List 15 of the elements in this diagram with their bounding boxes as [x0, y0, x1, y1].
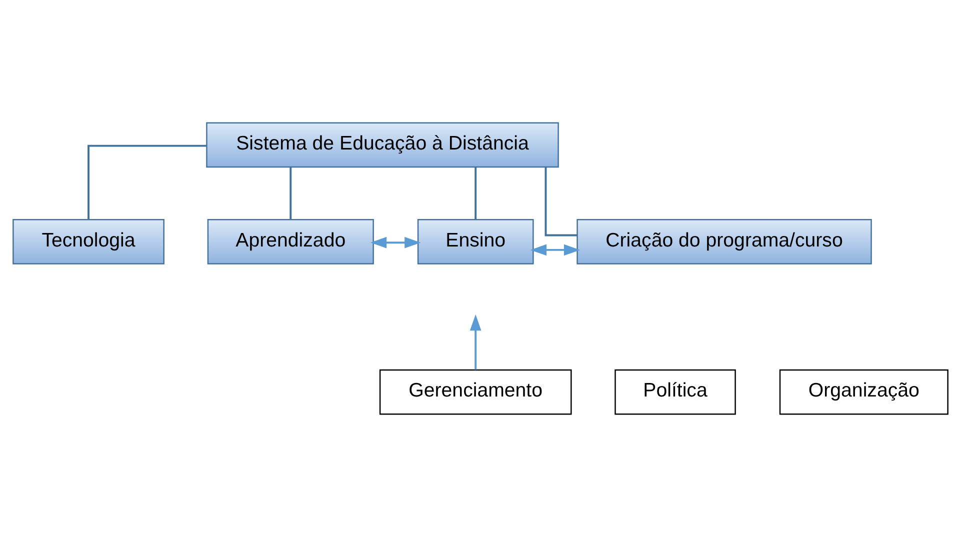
arrow — [530, 244, 580, 256]
connector — [544, 167, 578, 236]
node-box: Aprendizado — [207, 219, 374, 264]
node-box: Sistema de Educação à Distância — [206, 122, 559, 168]
connector — [88, 144, 206, 220]
node-box: Ensino — [417, 219, 534, 264]
node-box: Política — [614, 369, 736, 415]
connector — [474, 167, 477, 220]
node-box: Tecnologia — [12, 219, 164, 264]
connector — [290, 167, 292, 220]
arrow — [470, 314, 482, 370]
node-box: Gerenciamento — [379, 369, 572, 415]
arrow — [370, 236, 421, 248]
node-box: Organização — [779, 369, 948, 415]
node-box: Criação do programa/curso — [576, 219, 872, 264]
